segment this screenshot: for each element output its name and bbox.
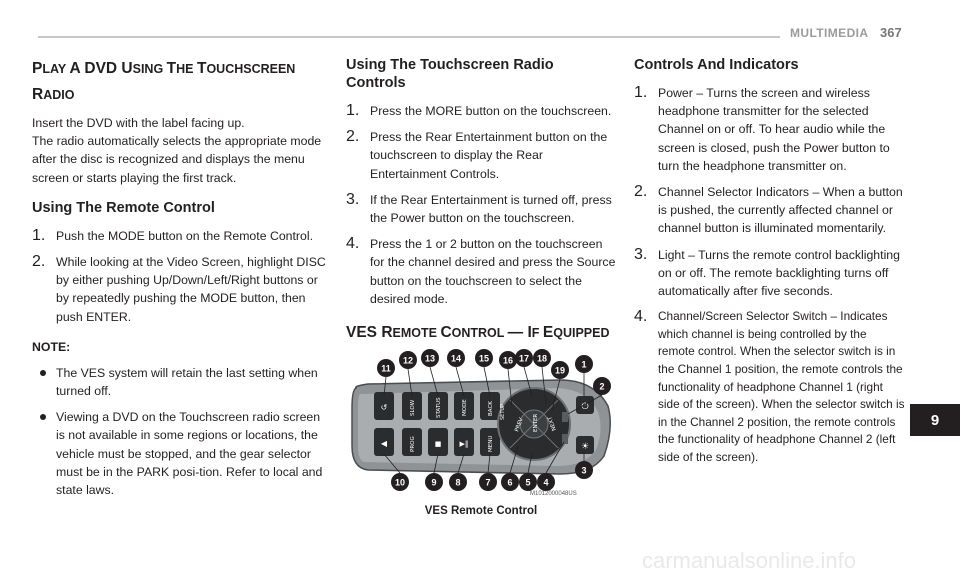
callout-2: 2: [599, 382, 604, 392]
figure-caption: VES Remote Control: [424, 505, 538, 517]
subheading-touchscreen-controls: Using The Touchscreen Radio Controls: [346, 57, 554, 91]
svg-text:■: ■: [435, 440, 442, 448]
step-list: 1.Push the MODE button on the Remote Con…: [32, 227, 327, 326]
chapter-tab: 9: [910, 404, 960, 436]
paragraph: Insert the DVD with the label facing up.: [32, 116, 245, 130]
subheading-remote-control: Using The Remote Control: [32, 199, 215, 216]
bullet-icon: [40, 414, 46, 421]
paragraph: The radio automatically selects the appr…: [32, 134, 322, 185]
section-heading-ves-remote: VES REMOTE CONTROL — IF EQUIPPED: [346, 324, 610, 342]
callout-3: 3: [581, 466, 586, 476]
list-item: 1.Power – Turns the screen and wireless …: [634, 84, 890, 173]
svg-text:SLOW: SLOW: [410, 399, 416, 416]
step-list: 1.Press the MORE button on the touchscre…: [346, 102, 616, 308]
bullet-list: The VES system will retain the last sett…: [32, 364, 327, 499]
list-item: 2.Press the Rear Entertainment button on…: [346, 128, 608, 181]
svg-text:▶‖: ▶‖: [460, 440, 469, 448]
column-1: PLAY A DVD USING THE TOUCHSCREEN RADIO I…: [32, 56, 327, 499]
figure-code: M1012000048US: [530, 491, 577, 497]
svg-text:PROG: PROG: [410, 436, 416, 452]
svg-text:☀: ☀: [581, 442, 589, 452]
svg-text:⏻: ⏻: [581, 401, 588, 412]
column-2: Using The Touchscreen Radio Controls 1.P…: [346, 56, 616, 346]
list-item: 4.Channel/Screen Selector Switch – Indic…: [634, 308, 905, 464]
svg-text:NEXT: NEXT: [547, 415, 558, 431]
svg-text:↺: ↺: [381, 403, 388, 412]
list-item: 2.While looking at the Video Screen, hig…: [32, 253, 326, 324]
callout-13: 13: [425, 354, 435, 364]
list-item: The VES system will retain the last sett…: [32, 364, 327, 400]
page-number: 367: [880, 25, 902, 40]
column-3: Controls And Indicators 1.Power – Turns …: [634, 56, 906, 467]
svg-text:◀: ◀: [381, 439, 388, 448]
section-heading-play-dvd: PLAY A DVD USING THE TOUCHSCREEN RADIO: [32, 60, 296, 103]
callout-16: 16: [503, 356, 513, 366]
bullet-icon: [40, 369, 46, 376]
callout-9: 9: [431, 478, 436, 488]
callout-6: 6: [507, 478, 512, 488]
callout-5: 5: [525, 478, 530, 488]
ves-remote-illustration: ↺ ◀ ■ ▶‖ ⏻ ☀ SLOW STATUS MODE BACK SETUP…: [346, 346, 616, 506]
list-item: Viewing a DVD on the Touchscreen radio s…: [32, 408, 327, 499]
callout-11: 11: [381, 364, 391, 374]
list-item: 2.Channel Selector Indicators – When a b…: [634, 183, 903, 236]
callout-8: 8: [455, 478, 460, 488]
list-item: 3.Light – Turns the remote control backl…: [634, 245, 900, 299]
note-label: NOTE:: [32, 339, 71, 354]
header-rule: [38, 36, 780, 38]
subheading-controls-indicators: Controls And Indicators: [634, 57, 799, 73]
callout-7: 7: [485, 478, 490, 488]
callout-17: 17: [519, 354, 529, 364]
callout-19: 19: [555, 366, 565, 376]
callout-4: 4: [543, 478, 548, 488]
callout-markers: 11 12 13 14 15 16 17 18 19 1 2 10 9 8 7 …: [377, 349, 611, 491]
callout-12: 12: [403, 356, 413, 366]
callout-1: 1: [581, 360, 586, 370]
svg-text:SETUP: SETUP: [500, 404, 506, 420]
list-item: 1.Push the MODE button on the Remote Con…: [32, 226, 314, 244]
callout-10: 10: [395, 478, 405, 488]
svg-text:PREV: PREV: [514, 417, 525, 433]
svg-text:STATUS: STATUS: [436, 397, 442, 418]
callout-15: 15: [479, 354, 489, 364]
svg-text:ENTER: ENTER: [533, 414, 539, 432]
svg-text:MODE: MODE: [462, 399, 468, 416]
step-list: 1.Power – Turns the screen and wireless …: [634, 84, 906, 467]
svg-text:MENU: MENU: [488, 436, 494, 452]
svg-text:BACK: BACK: [488, 401, 494, 416]
callout-14: 14: [451, 354, 461, 364]
watermark: carmanualsonline.info: [642, 548, 857, 573]
callout-18: 18: [537, 354, 547, 364]
list-item: 4.Press the 1 or 2 button on the touchsc…: [346, 235, 616, 306]
list-item: 1.Press the MORE button on the touchscre…: [346, 102, 612, 119]
chapter-title: MULTIMEDIA: [790, 26, 869, 40]
list-item: 3.If the Rear Entertainment is turned of…: [346, 190, 612, 226]
